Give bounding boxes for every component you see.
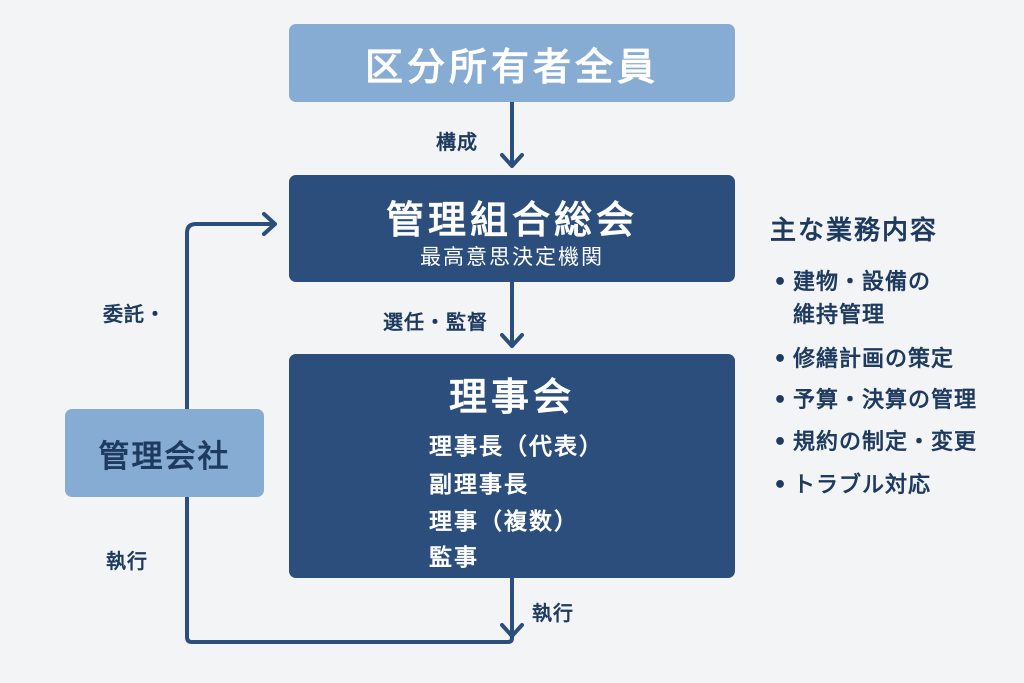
- arrowhead-to-assembly: [262, 212, 277, 236]
- bullet-icon: •: [773, 473, 789, 498]
- board-box: 理事会 理事長（代表） 副理事長 理事（複数） 監事: [289, 354, 735, 578]
- duty-text: 規約の制定・変更: [793, 430, 978, 455]
- board-member: 理事（複数）: [429, 509, 579, 535]
- loop-arrow-path: [185, 222, 514, 644]
- arrowhead-owners-to-assembly: [500, 153, 524, 168]
- arrowhead-assembly-to-board: [500, 333, 524, 348]
- owners-box: 区分所有者全員: [289, 24, 735, 102]
- general-assembly-box: 管理組合総会 最高意思決定機関: [289, 175, 735, 282]
- company-title: 管理会社: [98, 438, 231, 475]
- duty-text-continued: 維持管理: [793, 303, 886, 328]
- arrowhead-bottom-execute: [500, 623, 524, 638]
- owners-title: 区分所有者全員: [364, 44, 659, 89]
- assembly-title: 管理組合総会: [385, 198, 638, 242]
- board-member: 理事長（代表）: [429, 434, 604, 460]
- bullet-icon: •: [773, 270, 789, 295]
- board-member: 副理事長: [429, 472, 529, 498]
- bullet-icon: •: [773, 347, 789, 372]
- duty-item: •規約の制定・変更: [773, 424, 977, 456]
- bullet-icon: •: [773, 388, 789, 413]
- board-member: 監事: [429, 545, 479, 571]
- duty-text: 建物・設備の: [793, 270, 932, 295]
- duty-text: 予算・決算の管理: [793, 388, 978, 413]
- label-execute-left: 執行: [106, 549, 148, 573]
- duty-text: トラブル対応: [793, 473, 932, 498]
- duty-item: •修繕計画の策定: [773, 341, 954, 373]
- duty-item: •トラブル対応: [773, 467, 931, 499]
- duty-item: •建物・設備の: [773, 264, 931, 296]
- duty-item: •予算・決算の管理: [773, 382, 977, 414]
- assembly-subtitle: 最高意思決定機関: [420, 245, 604, 269]
- label-elect-supervise: 選任・監督: [383, 310, 488, 334]
- label-execute-bottom: 執行: [532, 601, 574, 625]
- duties-title: 主な業務内容: [770, 216, 939, 246]
- duty-text: 修繕計画の策定: [793, 347, 955, 372]
- label-entrust: 委託・: [103, 302, 166, 326]
- board-title: 理事会: [448, 375, 575, 419]
- bullet-icon: •: [773, 430, 789, 455]
- management-company-box: 管理会社: [65, 409, 264, 497]
- label-compose: 構成: [436, 130, 478, 154]
